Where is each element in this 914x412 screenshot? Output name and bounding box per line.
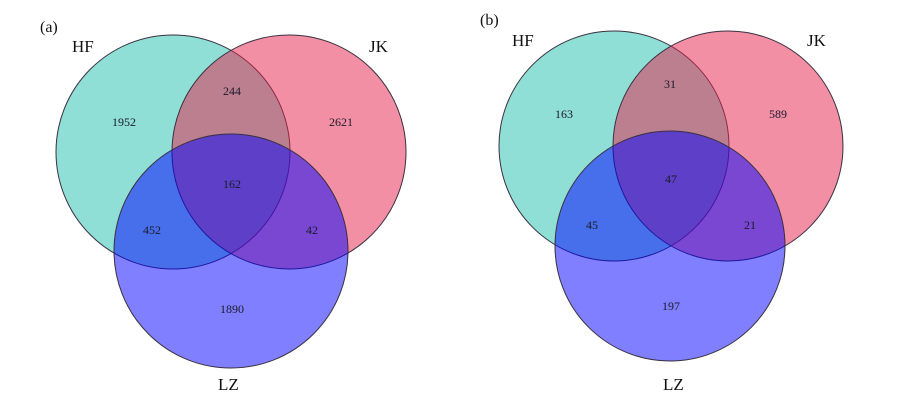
- region-count-hf-lz: 452: [143, 223, 161, 237]
- region-count-hf-jk: 31: [664, 77, 676, 91]
- set-label-jk: JK: [369, 37, 389, 56]
- region-count-lz-only: 1890: [220, 302, 244, 316]
- region-count-hf-only: 1952: [112, 115, 136, 129]
- region-count-hf-jk: 244: [223, 84, 241, 98]
- set-label-hf: HF: [512, 31, 534, 50]
- set-circle-lz: [554, 130, 786, 362]
- region-count-hf-jk-lz: 162: [223, 177, 241, 191]
- region-count-jk-lz: 42: [306, 223, 318, 237]
- region-count-hf-only: 163: [555, 107, 573, 121]
- set-label-lz: LZ: [218, 375, 239, 394]
- set-circle-lz: [113, 133, 349, 369]
- region-count-hf-lz: 45: [586, 218, 598, 232]
- region-count-jk-lz: 21: [744, 218, 756, 232]
- venn-panel-a: (a) HF JK LZ 1952 2621 1890 244 452 42 162: [40, 19, 407, 394]
- region-count-jk-only: 2621: [329, 115, 353, 129]
- set-label-hf: HF: [72, 37, 94, 56]
- venn-panel-b: (b) HF JK LZ 163 589 197 31 45 21 47: [480, 12, 844, 394]
- region-count-hf-jk-lz: 47: [665, 172, 677, 186]
- set-label-lz: LZ: [663, 375, 684, 394]
- panel-label: (a): [40, 19, 58, 36]
- set-label-jk: JK: [807, 31, 827, 50]
- region-count-lz-only: 197: [662, 299, 680, 313]
- panel-label: (b): [480, 12, 499, 29]
- region-count-jk-only: 589: [769, 107, 787, 121]
